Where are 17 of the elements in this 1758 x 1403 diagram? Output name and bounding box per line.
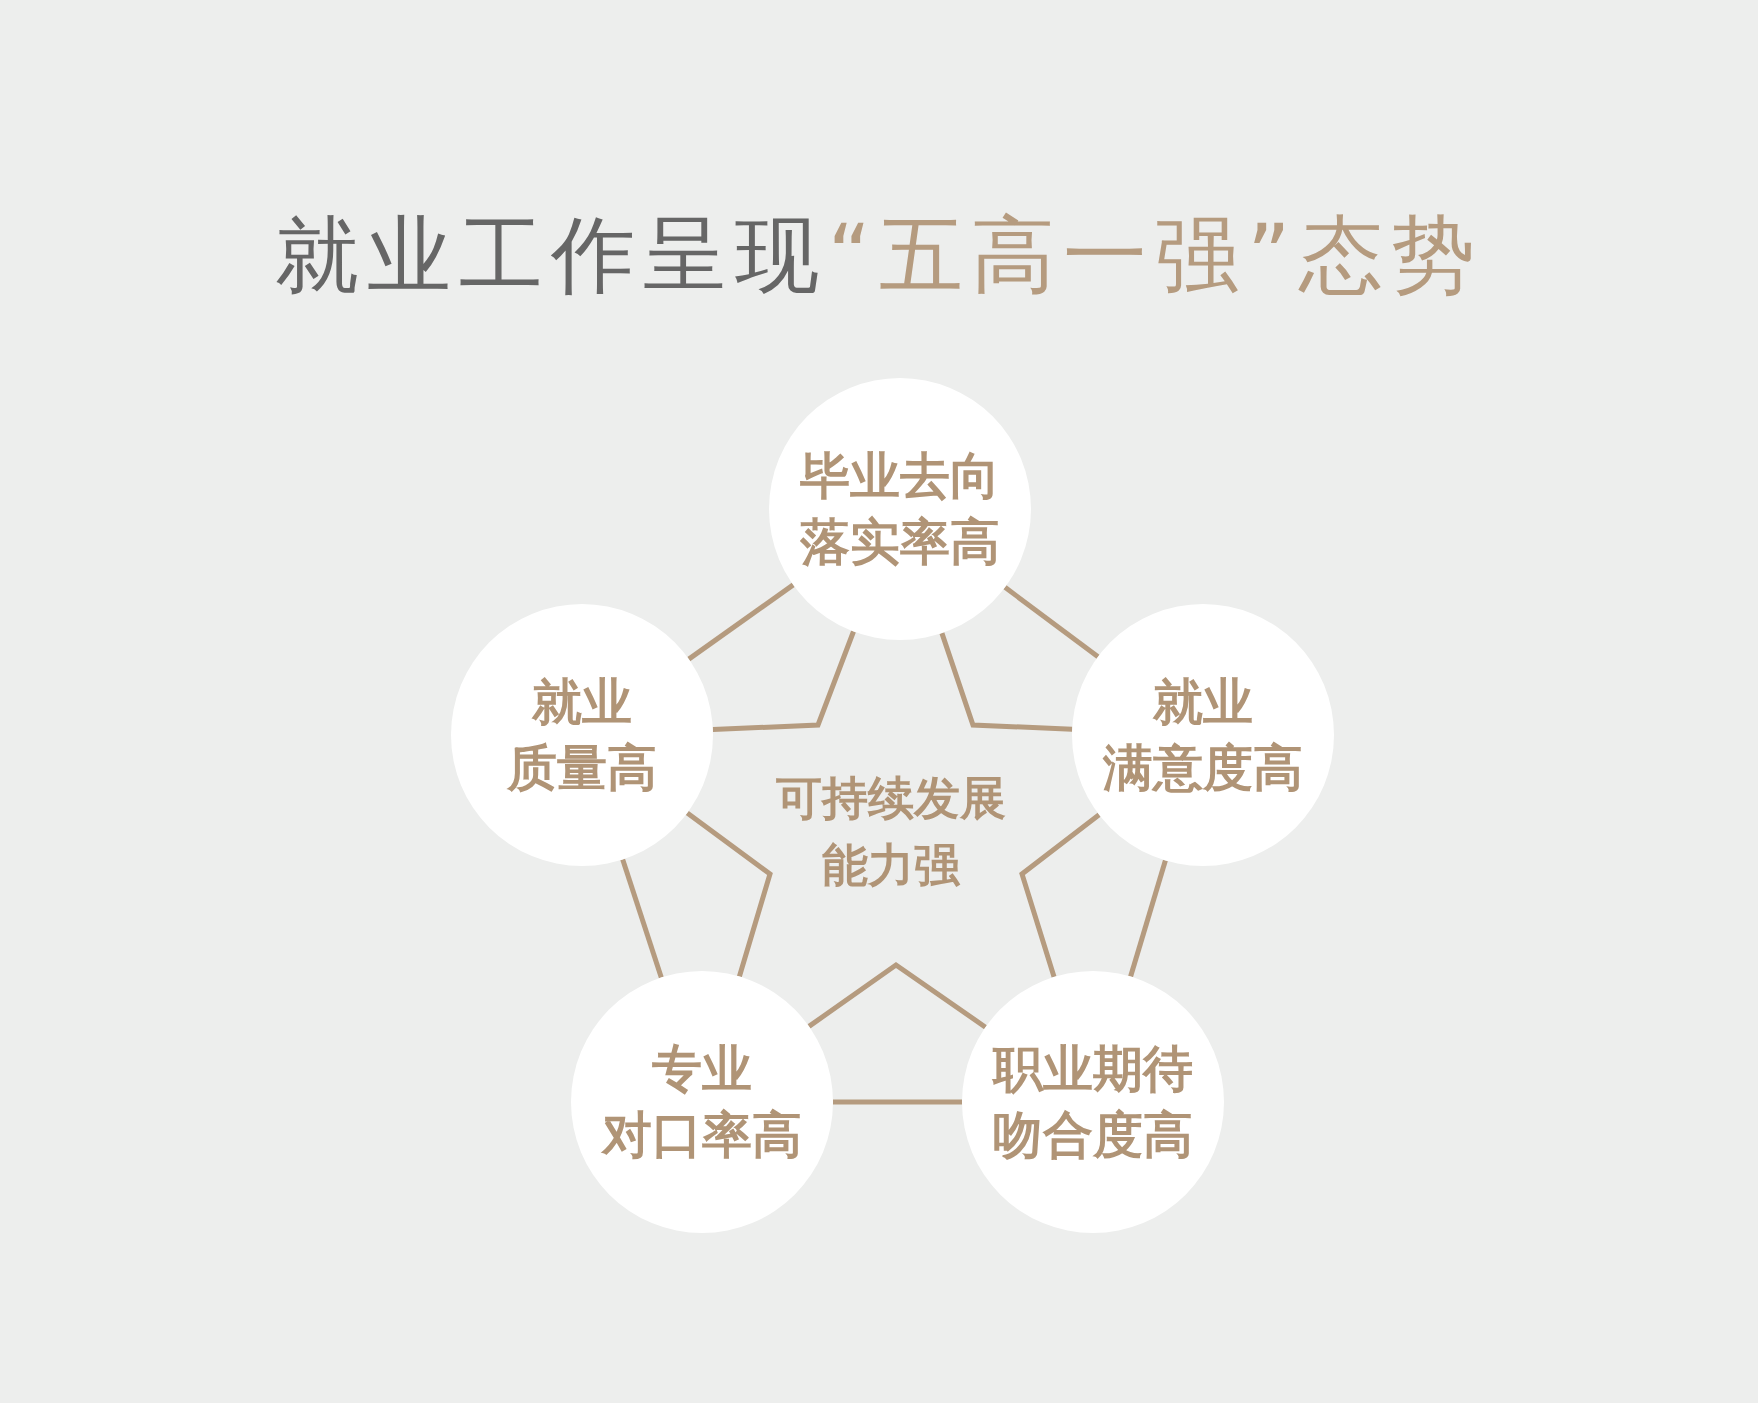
node-text: 就业满意度高	[1103, 672, 1303, 799]
connector-line	[833, 1099, 962, 1105]
connector-line	[620, 858, 664, 979]
connector-line	[687, 582, 795, 662]
connector-line	[712, 630, 856, 732]
title: 就业工作呈现“五高一强”态势	[274, 205, 1484, 306]
connector-line	[1003, 585, 1100, 659]
node-text: 就业质量高	[507, 672, 657, 799]
node-text: 专业对口率高	[602, 1039, 802, 1166]
connector-line	[1019, 812, 1101, 978]
connector-line	[685, 810, 773, 978]
center-label: 可持续发展能力强	[775, 770, 1007, 894]
node-text: 职业期待吻合度高	[993, 1039, 1193, 1166]
connector-line	[807, 961, 987, 1030]
node-text: 毕业去向落实率高	[800, 446, 1000, 573]
connector-line	[939, 632, 1073, 732]
connector-line	[1128, 859, 1168, 978]
